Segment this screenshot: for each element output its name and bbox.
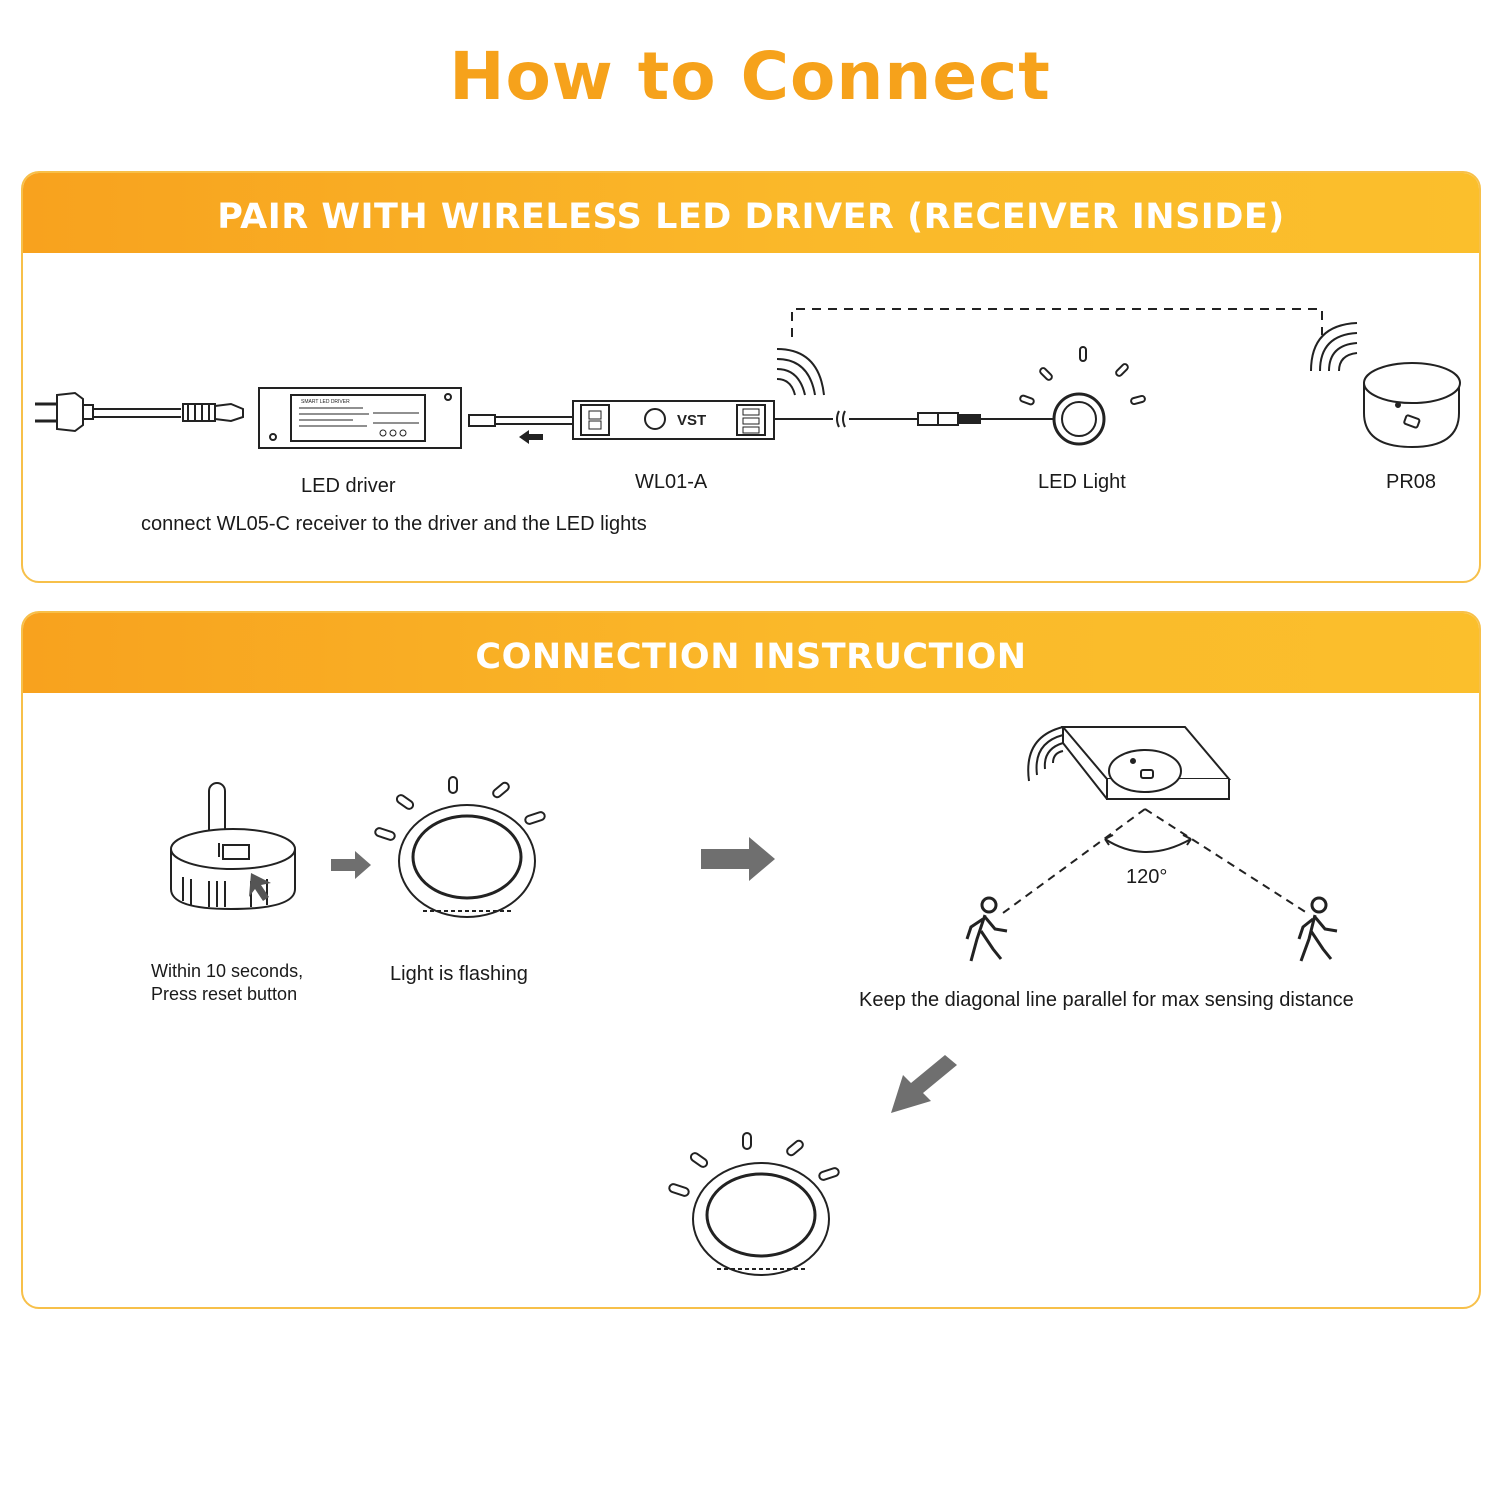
right-arrow-icon bbox=[701, 837, 775, 881]
signal-waves-icon bbox=[1027, 726, 1064, 782]
led-driver-box bbox=[258, 387, 462, 449]
label-led-light: LED Light bbox=[1038, 471, 1126, 493]
label-wl01a: WL01-A bbox=[635, 471, 708, 493]
receiver-reset-device bbox=[170, 782, 296, 911]
pair-section-header: PAIR WITH WIRELESS LED DRIVER (RECEIVER … bbox=[23, 173, 1479, 253]
down-left-arrow-icon bbox=[891, 1055, 957, 1113]
pair-caption: connect WL05-C receiver to the driver an… bbox=[141, 513, 647, 535]
wl01a-controller bbox=[572, 400, 775, 440]
signal-waves-icon bbox=[1310, 322, 1358, 372]
led-light-puck bbox=[1019, 346, 1146, 446]
led-panel-flashing bbox=[374, 776, 546, 918]
instruction-section-header: CONNECTION INSTRUCTION bbox=[23, 613, 1479, 693]
label-led-driver: LED driver bbox=[301, 475, 396, 497]
walking-person-icon bbox=[1297, 896, 1338, 962]
pr08-motion-sensor bbox=[1363, 362, 1461, 449]
controller-brand: VST bbox=[677, 412, 706, 429]
driver-plate-text: SMART LED DRIVER bbox=[301, 399, 350, 405]
step3-text: Keep the diagonal line parallel for max … bbox=[859, 989, 1354, 1011]
step1-line1: Within 10 seconds, bbox=[151, 961, 304, 981]
page-title: How to Connect bbox=[449, 38, 1051, 115]
press-arrow-icon bbox=[249, 873, 271, 901]
ceiling-motion-sensor bbox=[1060, 726, 1232, 800]
step2-text: Light is flashing bbox=[390, 963, 528, 985]
power-plug-icon bbox=[35, 391, 244, 433]
walking-person-icon bbox=[965, 896, 1008, 962]
instruction-section-panel: CONNECTION INSTRUCTION bbox=[21, 611, 1481, 1309]
right-arrow-icon bbox=[331, 851, 371, 879]
step1-text: Within 10 seconds, Press reset button bbox=[151, 960, 303, 1006]
wiring-diagram: VST SMART LED DRIVER bbox=[35, 308, 1461, 449]
left-arrow-icon bbox=[519, 430, 543, 444]
pair-section-panel: PAIR WITH WIRELESS LED DRIVER (RECEIVER … bbox=[21, 171, 1481, 583]
step1-line2: Press reset button bbox=[151, 984, 298, 1004]
label-pr08: PR08 bbox=[1386, 471, 1437, 493]
instruction-diagram bbox=[170, 726, 1338, 1276]
led-panel-result bbox=[668, 1132, 840, 1276]
angle-label: 120° bbox=[1126, 866, 1168, 888]
signal-waves-icon bbox=[776, 348, 825, 396]
